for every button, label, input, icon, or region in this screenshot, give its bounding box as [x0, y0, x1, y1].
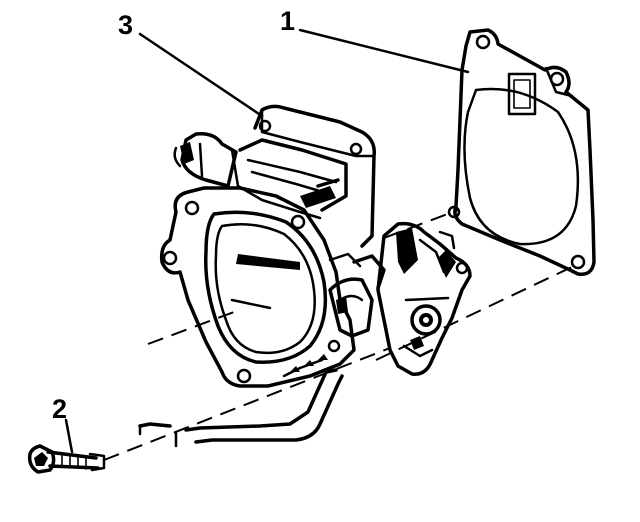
leader-lines: [64, 28, 470, 454]
callout-2-bolt: 2: [52, 394, 67, 424]
callout-1-gasket: 1: [280, 6, 295, 36]
mounting-bolt: [27, 444, 106, 474]
throttle-body: [138, 104, 472, 448]
callout-3-throttle-body: 3: [118, 10, 133, 40]
alignment-lines: [103, 209, 575, 461]
throttle-body-gasket: [447, 28, 596, 276]
